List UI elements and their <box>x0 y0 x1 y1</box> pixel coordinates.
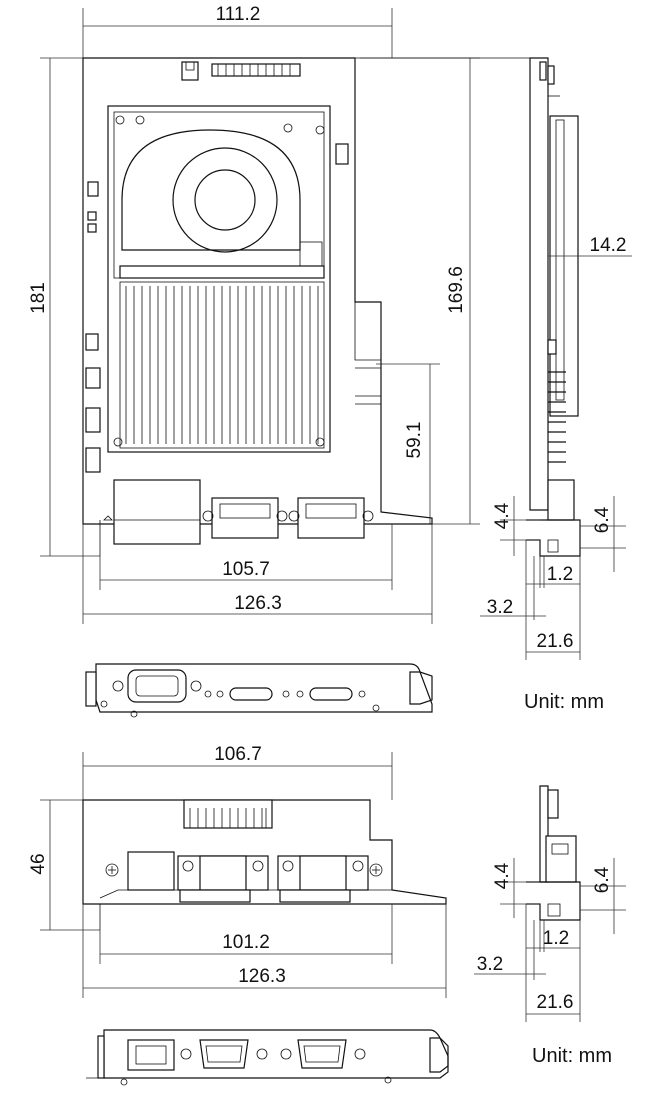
dim-height-board-b: 46 <box>28 853 49 874</box>
dim-width-mid: 105.7 <box>222 559 270 580</box>
dim-height-slot: 59.1 <box>404 422 425 459</box>
header-pins <box>189 808 267 828</box>
bottom-card-side-view: 4.4 6.4 1.2 3.2 21.6 <box>474 785 626 1022</box>
bottom-card-front-view: 106.7 46 <box>28 744 447 998</box>
dim-width-board: 111.2 <box>216 4 261 25</box>
dim-side-offset-left-b: 3.2 <box>477 954 503 975</box>
dim-side-thickness: 14.2 <box>590 235 627 256</box>
unit-label-top: Unit: mm <box>524 691 604 713</box>
dim-width-mid-b: 101.2 <box>222 932 270 953</box>
dim-side-offset-small: 1.2 <box>547 564 573 585</box>
dim-side-width-total: 21.6 <box>537 631 574 652</box>
dim-side-gap-b: 6.4 <box>592 506 613 533</box>
bottom-card-bracket-view <box>86 1029 449 1086</box>
top-card-front-view: 111.2 181 169.6 59.1 <box>28 4 530 624</box>
dim-width-bracket-b: 126.3 <box>238 966 286 987</box>
side-pins <box>548 371 566 463</box>
dim-height-board: 169.6 <box>446 266 467 314</box>
heatsink-fins <box>125 286 319 444</box>
dim-width-board-b: 106.7 <box>214 744 262 765</box>
unit-label-bottom: Unit: mm <box>532 1045 612 1067</box>
top-card-side-view: 14.2 4.4 6.4 1.2 3.2 21.6 <box>480 57 632 660</box>
dim-side-offset-small-b: 1.2 <box>543 928 569 949</box>
dim-width-bracket: 126.3 <box>234 593 282 614</box>
dim-side-gap-b-b: 6.4 <box>592 866 613 893</box>
dim-side-offset-left: 3.2 <box>487 597 513 618</box>
top-card-bracket-view <box>85 663 433 718</box>
dim-side-gap-a: 4.4 <box>492 502 513 529</box>
dim-side-width-total-b: 21.6 <box>537 992 574 1013</box>
dim-height-total: 181 <box>28 282 49 314</box>
dim-side-gap-a-b: 4.4 <box>492 862 513 889</box>
